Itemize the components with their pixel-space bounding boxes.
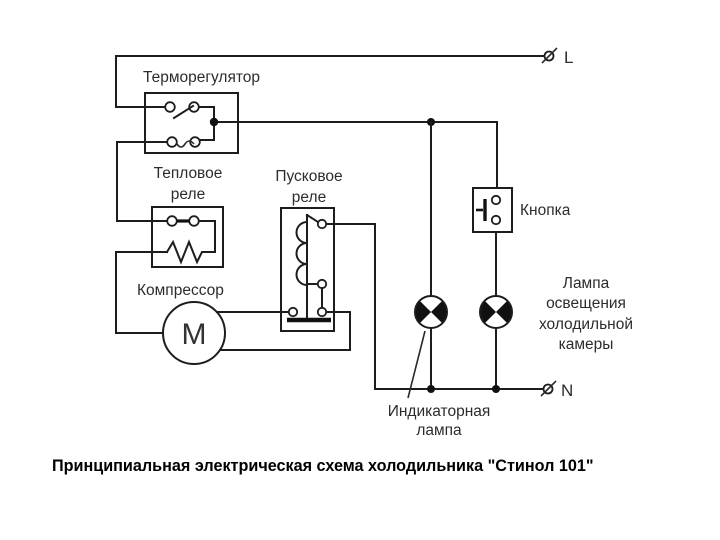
wire-l-top	[115, 55, 545, 108]
thermal-relay-symbol	[151, 206, 224, 268]
thermal-relay-heater-zigzag	[165, 239, 206, 265]
thermostat-bimetal-wave	[176, 140, 195, 148]
thermal-relay-box	[151, 206, 224, 268]
wire-motor-to-relay-lower	[219, 311, 351, 351]
indicator-lamp-symbol	[407, 295, 448, 399]
fridge-lamp-label-line2: освещения	[546, 295, 626, 312]
indicator-lamp-label-line1: Индикаторная	[388, 403, 491, 420]
wire-thermal-relay-to-motor	[115, 251, 168, 334]
button-contact-1	[490, 194, 502, 206]
start-relay-top-link	[305, 213, 320, 224]
compressor-label: Компрессор	[137, 282, 224, 299]
fridge-lamp-label-line1: Лампа	[563, 275, 610, 292]
start-relay-coil	[295, 220, 309, 287]
thermostat-contact-4	[189, 136, 201, 148]
start-relay-symbol	[280, 207, 335, 332]
wire-output-bus	[217, 121, 498, 189]
terminal-l-slash	[541, 47, 558, 64]
thermostat-switch-blade	[172, 104, 195, 120]
indicator-lamp-leader-line	[407, 330, 426, 399]
indicator-lamp-outline	[414, 295, 448, 329]
thermostat-symbol	[144, 92, 239, 154]
thermal-relay-internal-wire	[198, 220, 216, 253]
indicator-lamp-white-bottom	[419, 312, 443, 328]
wire-relay-to-n-rail	[325, 223, 544, 390]
diagram-caption: Принципиальная электрическая схема холод…	[52, 457, 594, 475]
motor-letter: М	[182, 318, 207, 351]
start-relay-contact-top	[316, 218, 328, 230]
junction-dot-n2	[492, 385, 500, 393]
start-relay-label-line1: Пусковое	[275, 168, 342, 185]
fridge-lamp-symbol	[479, 295, 513, 329]
thermal-relay-contact-1	[166, 215, 178, 227]
start-relay-contact-bl	[287, 306, 299, 318]
thermostat-label: Терморегулятор	[143, 69, 260, 86]
start-relay-box	[280, 207, 335, 332]
thermostat-contact-1	[164, 101, 176, 113]
wire-thermostat-to-thermal-relay	[116, 141, 168, 222]
junction-dot-n1	[427, 385, 435, 393]
thermostat-contact-3	[166, 136, 178, 148]
thermostat-box	[144, 92, 239, 154]
fridge-lamp-outline	[479, 295, 513, 329]
terminal-n: N	[540, 380, 573, 400]
wires	[115, 55, 545, 393]
indicator-lamp-label-line2: лампа	[416, 422, 462, 439]
thermal-relay-label-line1: Тепловое	[154, 165, 223, 182]
button-box	[472, 187, 513, 233]
terminal-l: L	[541, 47, 573, 67]
compressor-motor-symbol: М	[162, 301, 226, 365]
fridge-lamp-white-bottom	[484, 312, 508, 328]
thermostat-output-dot	[209, 117, 219, 127]
thermal-relay-label-line2: реле	[171, 186, 205, 203]
thermal-relay-contact-2	[188, 215, 200, 227]
component-labels: Терморегулятор Тепловое реле Пусковое ре…	[137, 69, 633, 439]
start-relay-label-line2: реле	[292, 189, 326, 206]
motor-circle	[162, 301, 226, 365]
fridge-lamp-label-line4: камеры	[559, 336, 614, 353]
thermostat-contact-2	[188, 101, 200, 113]
button-label: Кнопка	[520, 202, 571, 219]
fridge-lamp-white-top	[484, 296, 508, 312]
start-relay-contact-mid	[316, 278, 328, 290]
fridge-lamp-label-line3: холодильной	[539, 316, 633, 333]
start-relay-contact-br	[316, 306, 328, 318]
indicator-lamp-white-top	[419, 296, 443, 312]
button-contact-2	[490, 214, 502, 226]
terminal-n-slash	[540, 380, 557, 397]
terminal-l-label: L	[564, 48, 573, 67]
button-symbol	[472, 187, 513, 233]
terminal-n-label: N	[561, 381, 573, 400]
